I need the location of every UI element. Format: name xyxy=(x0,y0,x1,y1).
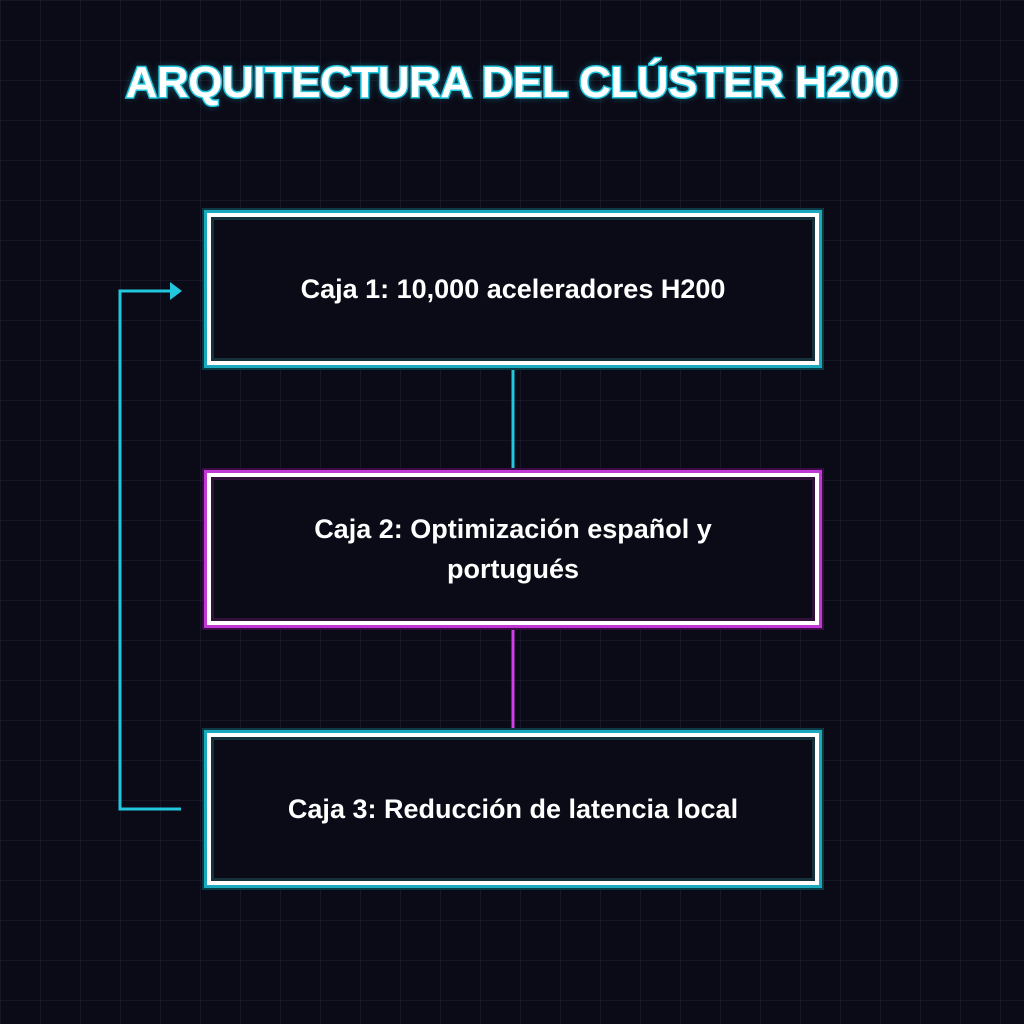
node-box3-label: Caja 3: Reducción de latencia local xyxy=(287,794,739,824)
node-box1: Caja 1: 10,000 aceleradores H200 xyxy=(207,213,819,365)
node-box2-label: Caja 2: Optimización español y portugués xyxy=(314,514,712,584)
node-box2: Caja 2: Optimización español y portugués xyxy=(207,473,819,625)
edge-box3-box1-arrowhead xyxy=(170,282,182,300)
diagram-title: ARQUITECTURA DEL CLÚSTER H200 xyxy=(124,57,900,109)
node-box1-label: Caja 1: 10,000 aceleradores H200 xyxy=(300,274,726,304)
node-box3: Caja 3: Reducción de latencia local xyxy=(207,733,819,885)
edge-box3-box1 xyxy=(118,289,181,811)
